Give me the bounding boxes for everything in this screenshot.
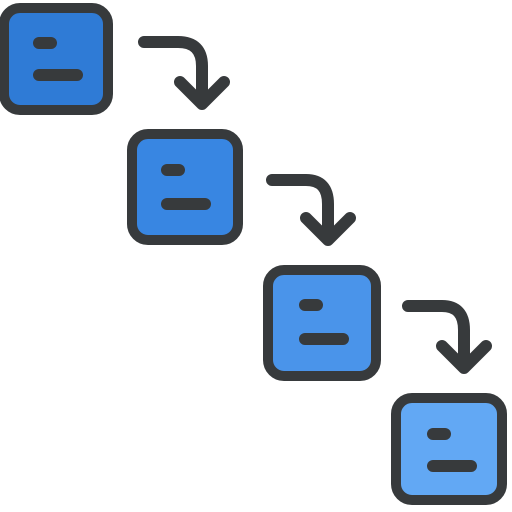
arrow-1-shaft: [138, 36, 208, 108]
arrow-1-head: [174, 76, 230, 110]
step-3-frame: [263, 265, 381, 381]
step-2-frame: [127, 129, 243, 245]
step-box-2: [127, 129, 243, 245]
curved-arrow-icon-3: [402, 300, 492, 374]
arrow-2-shaft: [266, 174, 334, 244]
step-4-frame: [391, 393, 507, 505]
arrow-2-head: [300, 212, 356, 246]
step-box-1: [0, 3, 113, 115]
curved-arrow-icon-2: [266, 174, 356, 246]
arrow-3-shaft: [402, 300, 470, 372]
step-1-frame: [0, 3, 113, 115]
arrow-3-head: [436, 340, 492, 374]
step-box-4: [391, 393, 507, 505]
step-box-3: [263, 265, 381, 381]
curved-arrow-icon-1: [138, 36, 230, 110]
